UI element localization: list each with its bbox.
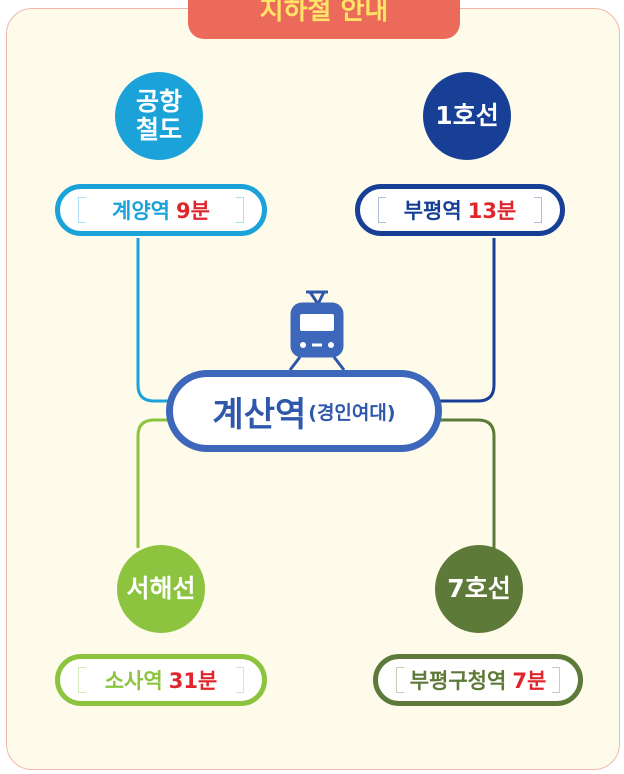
line7-travel-time: 7분 xyxy=(512,669,547,693)
airport-station-name: 계양역 xyxy=(112,199,171,223)
line7-station-pill[interactable]: 부평구청역 7분 xyxy=(373,654,583,706)
seohae-line-label: 서해선 xyxy=(126,574,196,603)
seohae-line-badge: 서해선 xyxy=(117,545,205,633)
seohae-station-pill[interactable]: 소사역 31분 xyxy=(55,654,267,706)
line1-travel-time: 13분 xyxy=(467,199,517,223)
airport-station-pill[interactable]: 계양역 9분 xyxy=(55,184,267,236)
line1-station-name: 부평역 xyxy=(403,199,462,223)
seohae-travel-time: 31분 xyxy=(168,669,218,693)
line1-station-pill[interactable]: 부평역 13분 xyxy=(355,184,565,236)
line7-station-name: 부평구청역 xyxy=(409,669,507,693)
seohae-station-name: 소사역 xyxy=(104,669,163,693)
center-station-name: 계산역 xyxy=(212,394,307,435)
airport-travel-time: 9분 xyxy=(176,199,210,223)
line7-label: 7호선 xyxy=(447,574,511,603)
airport-connector xyxy=(136,238,170,403)
center-station[interactable]: 계산역 (경인여대) xyxy=(166,370,442,452)
line7-connector xyxy=(440,418,496,548)
center-station-subname: (경인여대) xyxy=(308,401,396,424)
line1-connector xyxy=(440,238,496,403)
train-icon xyxy=(288,290,346,371)
line1-badge: 1호선 xyxy=(423,72,511,160)
airport-line-badge: 공항 철도 xyxy=(115,72,203,160)
line1-label: 1호선 xyxy=(435,101,499,130)
page-title: 지하철 안내 xyxy=(259,0,389,26)
seohae-connector xyxy=(136,418,170,548)
title-banner: 지하철 안내 xyxy=(188,0,460,39)
line7-badge: 7호선 xyxy=(435,545,523,633)
airport-line-label: 공항 철도 xyxy=(135,87,182,144)
